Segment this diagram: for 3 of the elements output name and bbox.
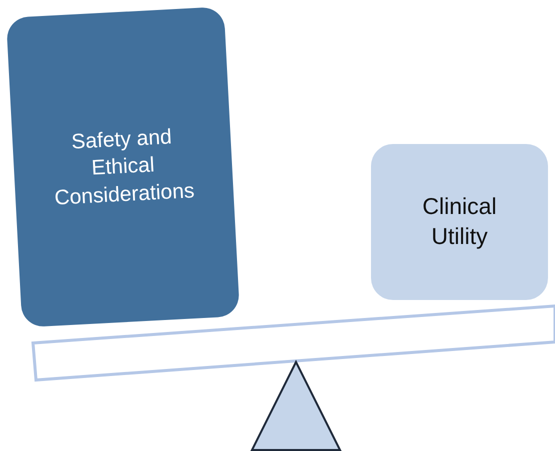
weight-block [371,144,548,300]
block-label: Safety and Ethical Considerations [52,124,196,212]
block-label: Clinical Utility [421,192,498,251]
